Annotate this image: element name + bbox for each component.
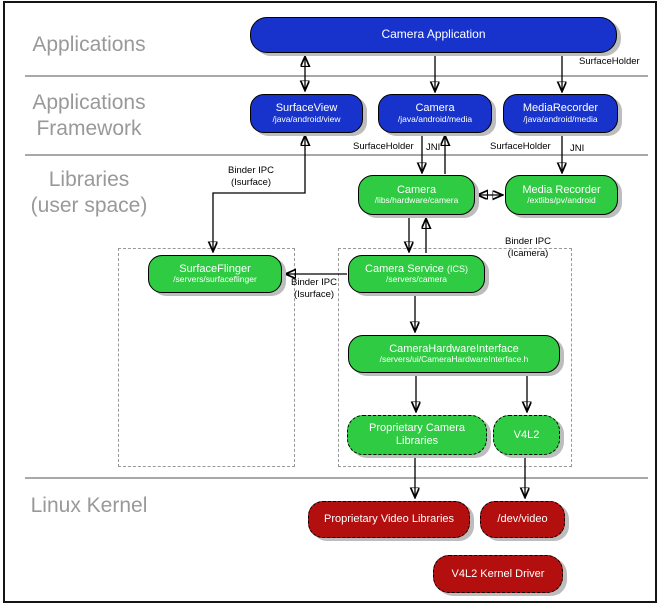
layer-label-linux-kernel: Linux Kernel: [8, 493, 170, 519]
annotation-surfaceholder-top: SurfaceHolder: [579, 56, 640, 67]
node-path: /java/android/view: [272, 113, 341, 124]
node-label: Camera Application: [381, 27, 486, 42]
node-label: V4L2: [513, 428, 540, 441]
layer-divider: [25, 154, 648, 156]
node-proprietary-camera-libraries: Proprietary Camera Libraries: [347, 415, 487, 455]
annotation-binder-ipc-isurface-top: Binder IPC (Isurface): [220, 165, 282, 189]
node-path: /servers/ui/CameraHardwareInterface.h: [379, 354, 529, 365]
annotation-binder-ipc-isurface-left: Binder IPC (Isurface): [284, 277, 344, 301]
node-path: /libs/hardware/camera: [374, 195, 459, 206]
layer-label-line: Linux Kernel: [30, 494, 148, 517]
node-label-main: Camera Service: [365, 262, 444, 275]
annotation-binder-ipc-icamera: Binder IPC (Icamera): [497, 236, 559, 260]
layer-divider: [25, 75, 648, 77]
annotation-surfaceholder-mediarecorder: SurfaceHolder: [490, 141, 551, 152]
node-label: Media Recorder: [522, 183, 601, 196]
layer-label-line: Framework: [36, 116, 142, 140]
node-label: SurfaceView: [275, 102, 338, 115]
node-mediarecorder-java: MediaRecorder /java/android/media: [503, 94, 618, 133]
node-surfaceview: SurfaceView /java/android/view: [250, 94, 363, 133]
node-label: Camera Service (ICS): [365, 263, 468, 276]
annotation-line: (Isurface): [293, 288, 335, 300]
annotation-line: (Icamera): [507, 247, 549, 259]
node-label: Camera: [396, 183, 437, 196]
node-label: Proprietary Camera Libraries: [369, 422, 465, 447]
node-surfaceflinger: SurfaceFlinger /servers/surfaceflinger: [148, 255, 282, 293]
annotation-line: (Isurface): [230, 176, 272, 188]
node-dev-video: /dev/video: [480, 501, 565, 538]
binder-ipc-boundary-isurface: [118, 248, 295, 467]
node-label: Proprietary Video Libraries: [323, 513, 455, 526]
layer-label-line: (user space): [30, 193, 148, 217]
annotation-line: Binder IPC: [228, 165, 274, 176]
node-label: SurfaceFlinger: [179, 262, 251, 275]
node-camera-hardware-interface: CameraHardwareInterface /servers/ui/Came…: [348, 335, 560, 373]
node-label: CameraHardwareInterface: [389, 342, 519, 355]
node-camera-application: Camera Application: [250, 17, 617, 53]
node-path: /java/android/media: [397, 113, 473, 124]
annotation-jni-camera: JNI: [426, 142, 441, 153]
binder-ipc-boundary-icamera: [338, 248, 572, 467]
layer-label-line: Applications: [32, 33, 146, 56]
node-label: /dev/video: [497, 513, 548, 526]
annotation-surfaceholder-camera: SurfaceHolder: [353, 141, 414, 152]
node-camera-java: Camera /java/android/media: [378, 94, 492, 133]
layer-label-line: Applications: [32, 91, 146, 114]
node-camera-service: Camera Service (ICS) /servers/camera: [348, 255, 485, 293]
layer-label-applications-framework: Applications Framework: [8, 90, 170, 141]
layer-label-applications: Applications: [8, 32, 170, 58]
node-media-recorder-lib: Media Recorder /extlibs/pv/android: [505, 175, 618, 215]
layer-label-line: Libraries: [48, 168, 130, 191]
node-path: /servers/surfaceflinger: [173, 274, 257, 285]
node-path: /java/android/media: [523, 113, 598, 124]
node-label: MediaRecorder: [522, 102, 599, 115]
node-path: /extlibs/pv/android: [527, 195, 596, 206]
layer-label-libraries: Libraries (user space): [8, 167, 170, 218]
node-label-suffix: (ICS): [446, 263, 468, 274]
diagram-frame: [3, 1, 657, 603]
node-label: V4L2 Kernel Driver: [451, 567, 545, 580]
annotation-jni-mediarecorder: JNI: [570, 143, 585, 154]
node-proprietary-video-libraries: Proprietary Video Libraries: [308, 501, 470, 538]
annotation-line: Binder IPC: [505, 236, 551, 247]
node-path: /servers/camera: [386, 274, 447, 285]
node-camera-lib: Camera /libs/hardware/camera: [358, 175, 475, 215]
node-v4l2-kernel-driver: V4L2 Kernel Driver: [433, 555, 563, 593]
layer-divider: [25, 477, 648, 479]
node-label: Camera: [415, 102, 455, 115]
annotation-line: Binder IPC: [291, 277, 337, 288]
node-v4l2: V4L2: [493, 415, 560, 455]
